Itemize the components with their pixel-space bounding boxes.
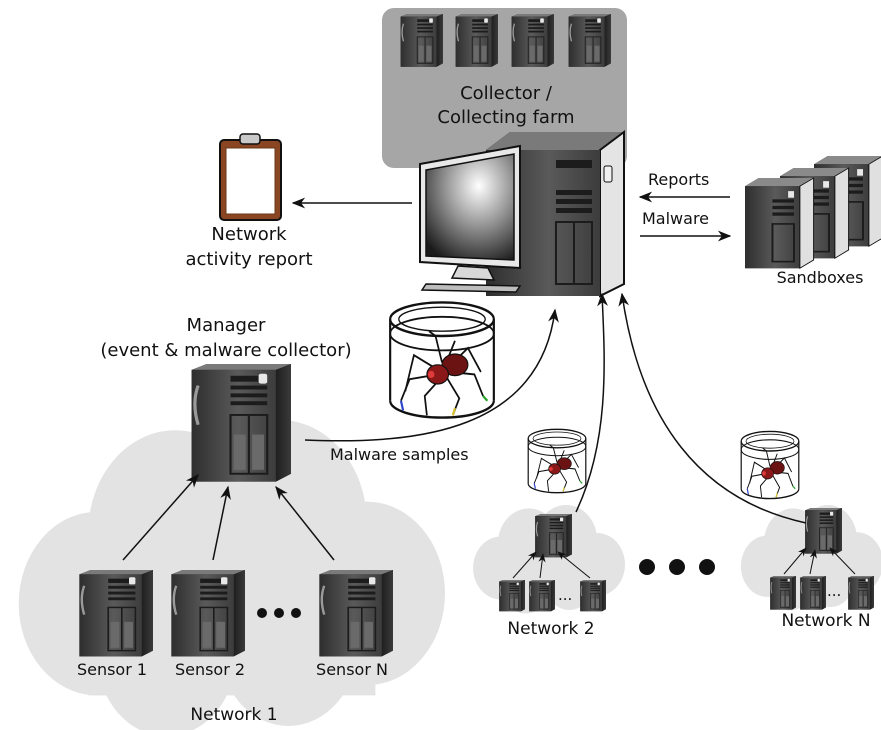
monitor-icon [419,144,522,293]
report-label-line1: Network [211,224,287,245]
sandboxes-icon [744,155,881,270]
sensor-1-label: Sensor 1 [77,660,147,679]
network-2-jar-icon [527,428,587,494]
collector-label-line2: Collecting farm [437,107,574,128]
network-2-ellipsis: ... [558,586,572,604]
sandboxes-label: Sandboxes [777,268,864,287]
sensor-2-icon [170,568,247,658]
sensor-n-arrow [275,485,335,561]
collector-farm-box [382,8,627,168]
malware-jar-icon [388,301,496,419]
network-n-sensor-icon-3 [847,575,875,611]
sensor-n-label: Sensor N [316,660,388,679]
network-2-label: Network 2 [507,619,594,639]
manager-label-line1: Manager [187,315,266,336]
manager-label-line2: (event & malware collector) [100,340,351,361]
malware-samples-label: Malware samples [330,445,469,464]
network-n-manager-icon [804,507,843,555]
network-2-sensor-icon-1 [498,579,526,612]
network-n-ellipsis: ... [827,582,841,600]
farm-server-icon-4 [567,13,612,68]
network-n-arrow [618,292,807,524]
manager-server-icon [190,362,293,484]
clipboard-icon [219,133,282,221]
malware-arrow-label: Malware [642,209,709,228]
farm-server-icon-3 [510,13,555,68]
farm-server-icon-2 [454,13,499,68]
network-2-arrow [575,292,608,513]
sensor-ellipsis [257,608,301,618]
collector-farm: Collector / Collecting farm [382,8,627,168]
sensor-2-arrow [212,485,231,561]
reports-arrow-label: Reports [648,170,709,189]
network-n-jar-icon [740,430,800,500]
malware-samples-arrow [304,308,559,442]
network-2-sensor-icon-2 [528,579,556,612]
sensor-1-icon [78,568,155,658]
network-n-sensor-icon-2 [799,575,827,611]
report-label-line2: activity report [185,249,312,270]
network-n-label: Network N [781,611,870,631]
sensor-2-label: Sensor 2 [175,660,245,679]
farm-server-icon-1 [399,13,444,68]
sensor-1-arrow [122,473,199,561]
network-2-manager-icon [534,513,573,558]
network-2-sensor-icon-3 [579,579,607,612]
network-n-internal-arrows [783,547,856,575]
network-2-internal-arrows [512,551,591,579]
network-n-sensor-icon-1 [769,575,797,611]
collector-label-line1: Collector / [460,83,553,104]
networks-ellipsis [639,559,715,575]
network-1-label: Network 1 [190,705,277,725]
sensor-n-icon [318,568,395,658]
